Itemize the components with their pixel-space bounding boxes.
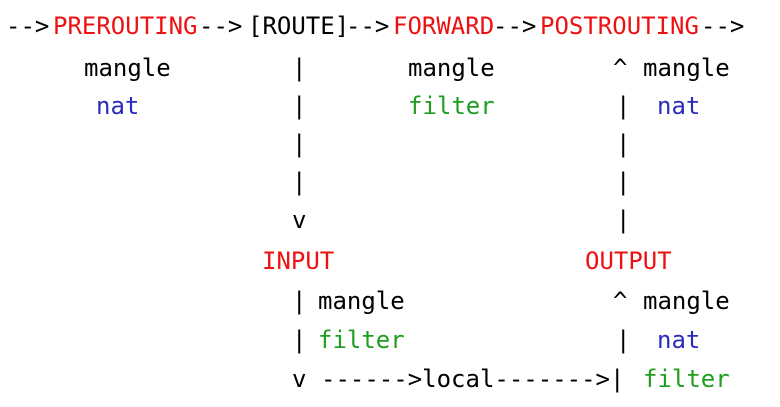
arrow-route-forward: --> bbox=[346, 12, 390, 40]
chain-output: OUTPUT bbox=[585, 247, 672, 275]
chain-input: INPUT bbox=[262, 247, 335, 275]
post-bar: | bbox=[616, 130, 631, 158]
arrow-prerouting-route: --> bbox=[199, 12, 243, 40]
prerouting-table-mangle: mangle bbox=[84, 54, 171, 82]
post-bar: | bbox=[616, 206, 631, 234]
local-process-path: ------>local------->| bbox=[321, 365, 625, 393]
output-up-arrow: ^ bbox=[613, 287, 628, 315]
forward-table-mangle: mangle bbox=[408, 54, 495, 82]
input-table-mangle: mangle bbox=[318, 287, 405, 315]
route-bar: | bbox=[292, 54, 307, 82]
chain-postrouting: POSTROUTING bbox=[540, 12, 699, 40]
prerouting-table-nat: nat bbox=[96, 92, 140, 120]
arrow-in: --> bbox=[6, 12, 50, 40]
post-up-arrow: ^ bbox=[613, 54, 628, 82]
arrow-forward-postrouting: --> bbox=[493, 12, 537, 40]
postrouting-table-nat: nat bbox=[657, 92, 701, 120]
route-bar: | bbox=[292, 130, 307, 158]
route-decision: [ROUTE] bbox=[248, 12, 350, 40]
input-bar: | bbox=[292, 287, 307, 315]
output-table-nat: nat bbox=[657, 326, 701, 354]
post-bar: | bbox=[616, 168, 631, 196]
route-bar: | bbox=[292, 92, 307, 120]
chain-forward: FORWARD bbox=[393, 12, 495, 40]
output-table-mangle: mangle bbox=[643, 287, 730, 315]
input-down-arrow: v bbox=[292, 365, 307, 393]
post-bar: | bbox=[616, 92, 631, 120]
output-table-filter: filter bbox=[643, 365, 730, 393]
arrow-out: --> bbox=[701, 12, 745, 40]
route-down-arrow: v bbox=[292, 206, 307, 234]
input-bar: | bbox=[292, 326, 307, 354]
postrouting-table-mangle: mangle bbox=[643, 54, 730, 82]
chain-prerouting: PREROUTING bbox=[53, 12, 198, 40]
forward-table-filter: filter bbox=[408, 92, 495, 120]
route-bar: | bbox=[292, 168, 307, 196]
input-table-filter: filter bbox=[318, 326, 405, 354]
output-bar: | bbox=[616, 326, 631, 354]
